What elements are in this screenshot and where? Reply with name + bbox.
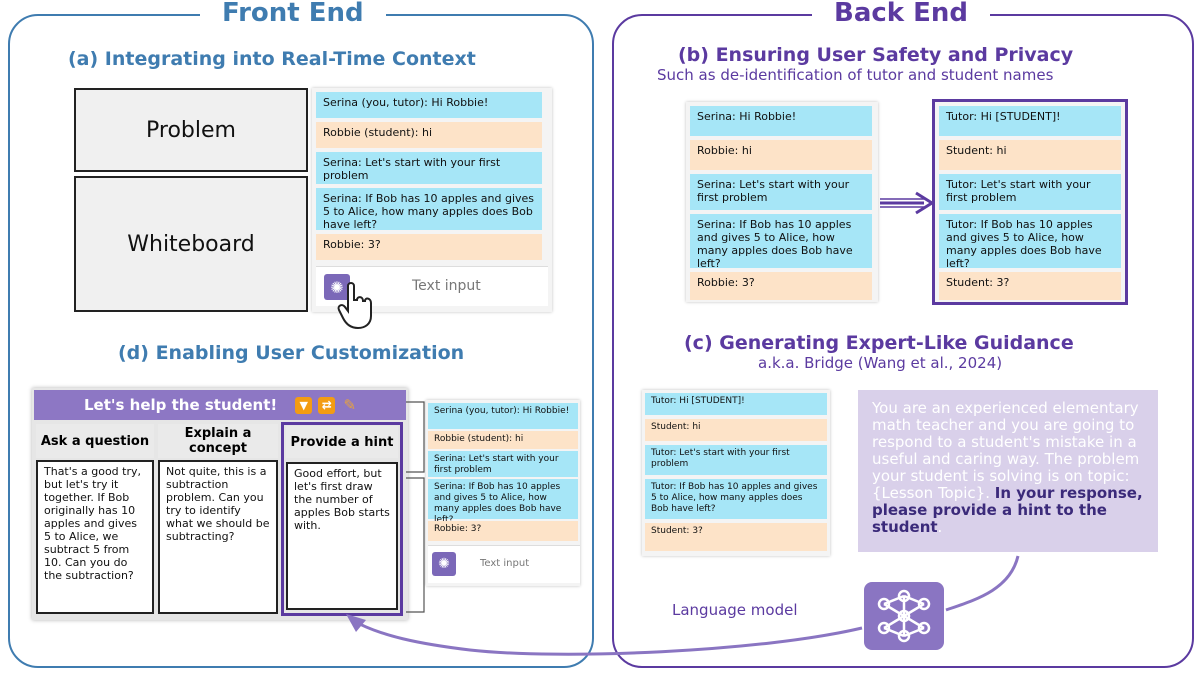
text-input-bar[interactable]: ✺ Text input [428, 545, 580, 583]
column-label: Ask a question [40, 433, 150, 449]
suggestion-ask-question[interactable]: That's a good try, but let's try it toge… [36, 460, 154, 614]
chat-message: Robbie: 3? [690, 272, 872, 300]
section-d-title: (d) Enabling User Customization [118, 342, 465, 364]
back-end-title: Back End [812, 0, 990, 26]
language-model-icon [864, 582, 944, 650]
chat-message: Serina: If Bob has 10 apples and gives 5… [690, 214, 872, 270]
banner-text: Let's help the student! [84, 396, 278, 414]
problem-box: Problem [74, 88, 308, 172]
section-b-title: (b) Ensuring User Safety and Privacy [678, 44, 1074, 66]
chat-message: Tutor: Hi [STUDENT]! [645, 393, 827, 415]
chat-message: Student: 3? [939, 272, 1121, 300]
chat-message: Serina: Hi Robbie! [690, 106, 872, 136]
language-model-label: Language model [672, 601, 798, 619]
suggestion-provide-hint[interactable]: Good effort, but let's first draw the nu… [286, 462, 398, 610]
prompt-box: You are an experienced elementary math t… [858, 390, 1158, 552]
chat-message: Robbie: 3? [428, 521, 578, 541]
chat-message: Student: hi [645, 419, 827, 441]
chat-message: Serina: Let's start with your first prob… [316, 152, 542, 184]
chat-deidentified: Tutor: Hi [STUDENT]! Student: hi Tutor: … [932, 99, 1128, 305]
chat-message: Serina: If Bob has 10 apples and gives 5… [316, 188, 542, 231]
text-input-placeholder: Text input [480, 558, 530, 569]
chat-message: Tutor: Let's start with your first probl… [939, 174, 1121, 210]
front-end-title: Front End [200, 0, 386, 26]
column-label: Provide a hint [290, 434, 394, 450]
chat-message: Robbie (student): hi [316, 122, 542, 148]
tab-provide-hint[interactable]: Provide a hint [286, 426, 398, 458]
chat-message: Serina: Let's start with your first prob… [690, 174, 872, 210]
column-label: Explain a concept [184, 426, 252, 456]
whiteboard-box: Whiteboard [74, 176, 308, 312]
suggestion-explain-concept[interactable]: Not quite, this is a subtraction problem… [158, 460, 278, 614]
chat-message: Tutor: If Bob has 10 apples and gives 5 … [645, 479, 827, 519]
send-button[interactable]: ✺ [324, 274, 350, 300]
chat-window-a: Serina (you, tutor): Hi Robbie! Robbie (… [312, 88, 552, 312]
tab-ask-question[interactable]: Ask a question [36, 424, 154, 458]
section-c-title: (c) Generating Expert-Like Guidance [684, 332, 1074, 354]
whiteboard-label: Whiteboard [127, 231, 255, 257]
tab-explain-concept[interactable]: Explain a concept [158, 424, 278, 458]
section-b-subtitle: Such as de-identification of tutor and s… [657, 66, 1054, 84]
section-c-subtitle: a.k.a. Bridge (Wang et al., 2024) [758, 354, 1003, 372]
chat-message: Serina (you, tutor): Hi Robbie! [428, 403, 578, 429]
chat-window-c: Tutor: Hi [STUDENT]! Student: hi Tutor: … [642, 390, 830, 556]
refresh-icon[interactable]: ⇄ [318, 396, 336, 414]
sparkle-icon: ✺ [330, 277, 344, 297]
arrow-right-icon [880, 191, 934, 215]
problem-label: Problem [146, 117, 236, 143]
chat-message: Tutor: If Bob has 10 apples and gives 5 … [939, 214, 1121, 270]
suggestion-banner: Let's help the student! ▼ ⇄ ✎ [34, 390, 406, 420]
chat-message: Student: 3? [645, 523, 827, 551]
chat-message: Robbie: 3? [316, 234, 542, 260]
chat-message: Student: hi [939, 140, 1121, 170]
chat-message: Serina: Let's start with your first prob… [428, 451, 578, 477]
connector-bracket [406, 401, 425, 613]
chat-message: Serina (you, tutor): Hi Robbie! [316, 92, 542, 118]
text-input-placeholder: Text input [412, 278, 481, 294]
sparkle-icon: ✺ [438, 556, 450, 572]
pencil-icon[interactable]: ✎ [343, 395, 357, 414]
neural-network-icon [877, 589, 931, 643]
hand-cursor-icon [337, 282, 372, 330]
selected-column-outline [281, 422, 403, 616]
chat-message: Robbie (student): hi [428, 431, 578, 449]
chat-original: Serina: Hi Robbie! Robbie: hi Serina: Le… [686, 102, 878, 302]
section-a-title: (a) Integrating into Real-Time Context [68, 48, 476, 70]
prompt-text: You are an experienced elementary math t… [872, 399, 1140, 502]
chat-window-d: Serina (you, tutor): Hi Robbie! Robbie (… [426, 400, 580, 586]
prompt-end: . [937, 518, 943, 536]
chat-message: Serina: If Bob has 10 apples and gives 5… [428, 479, 578, 525]
chat-message: Tutor: Hi [STUDENT]! [939, 106, 1121, 136]
filter-icon[interactable]: ▼ [295, 396, 313, 414]
send-button[interactable]: ✺ [432, 552, 456, 576]
prompt-instruction: In your response, please provide a hint … [872, 484, 1143, 536]
chat-message: Robbie: hi [690, 140, 872, 170]
chat-message: Tutor: Let's start with your first probl… [645, 445, 827, 475]
